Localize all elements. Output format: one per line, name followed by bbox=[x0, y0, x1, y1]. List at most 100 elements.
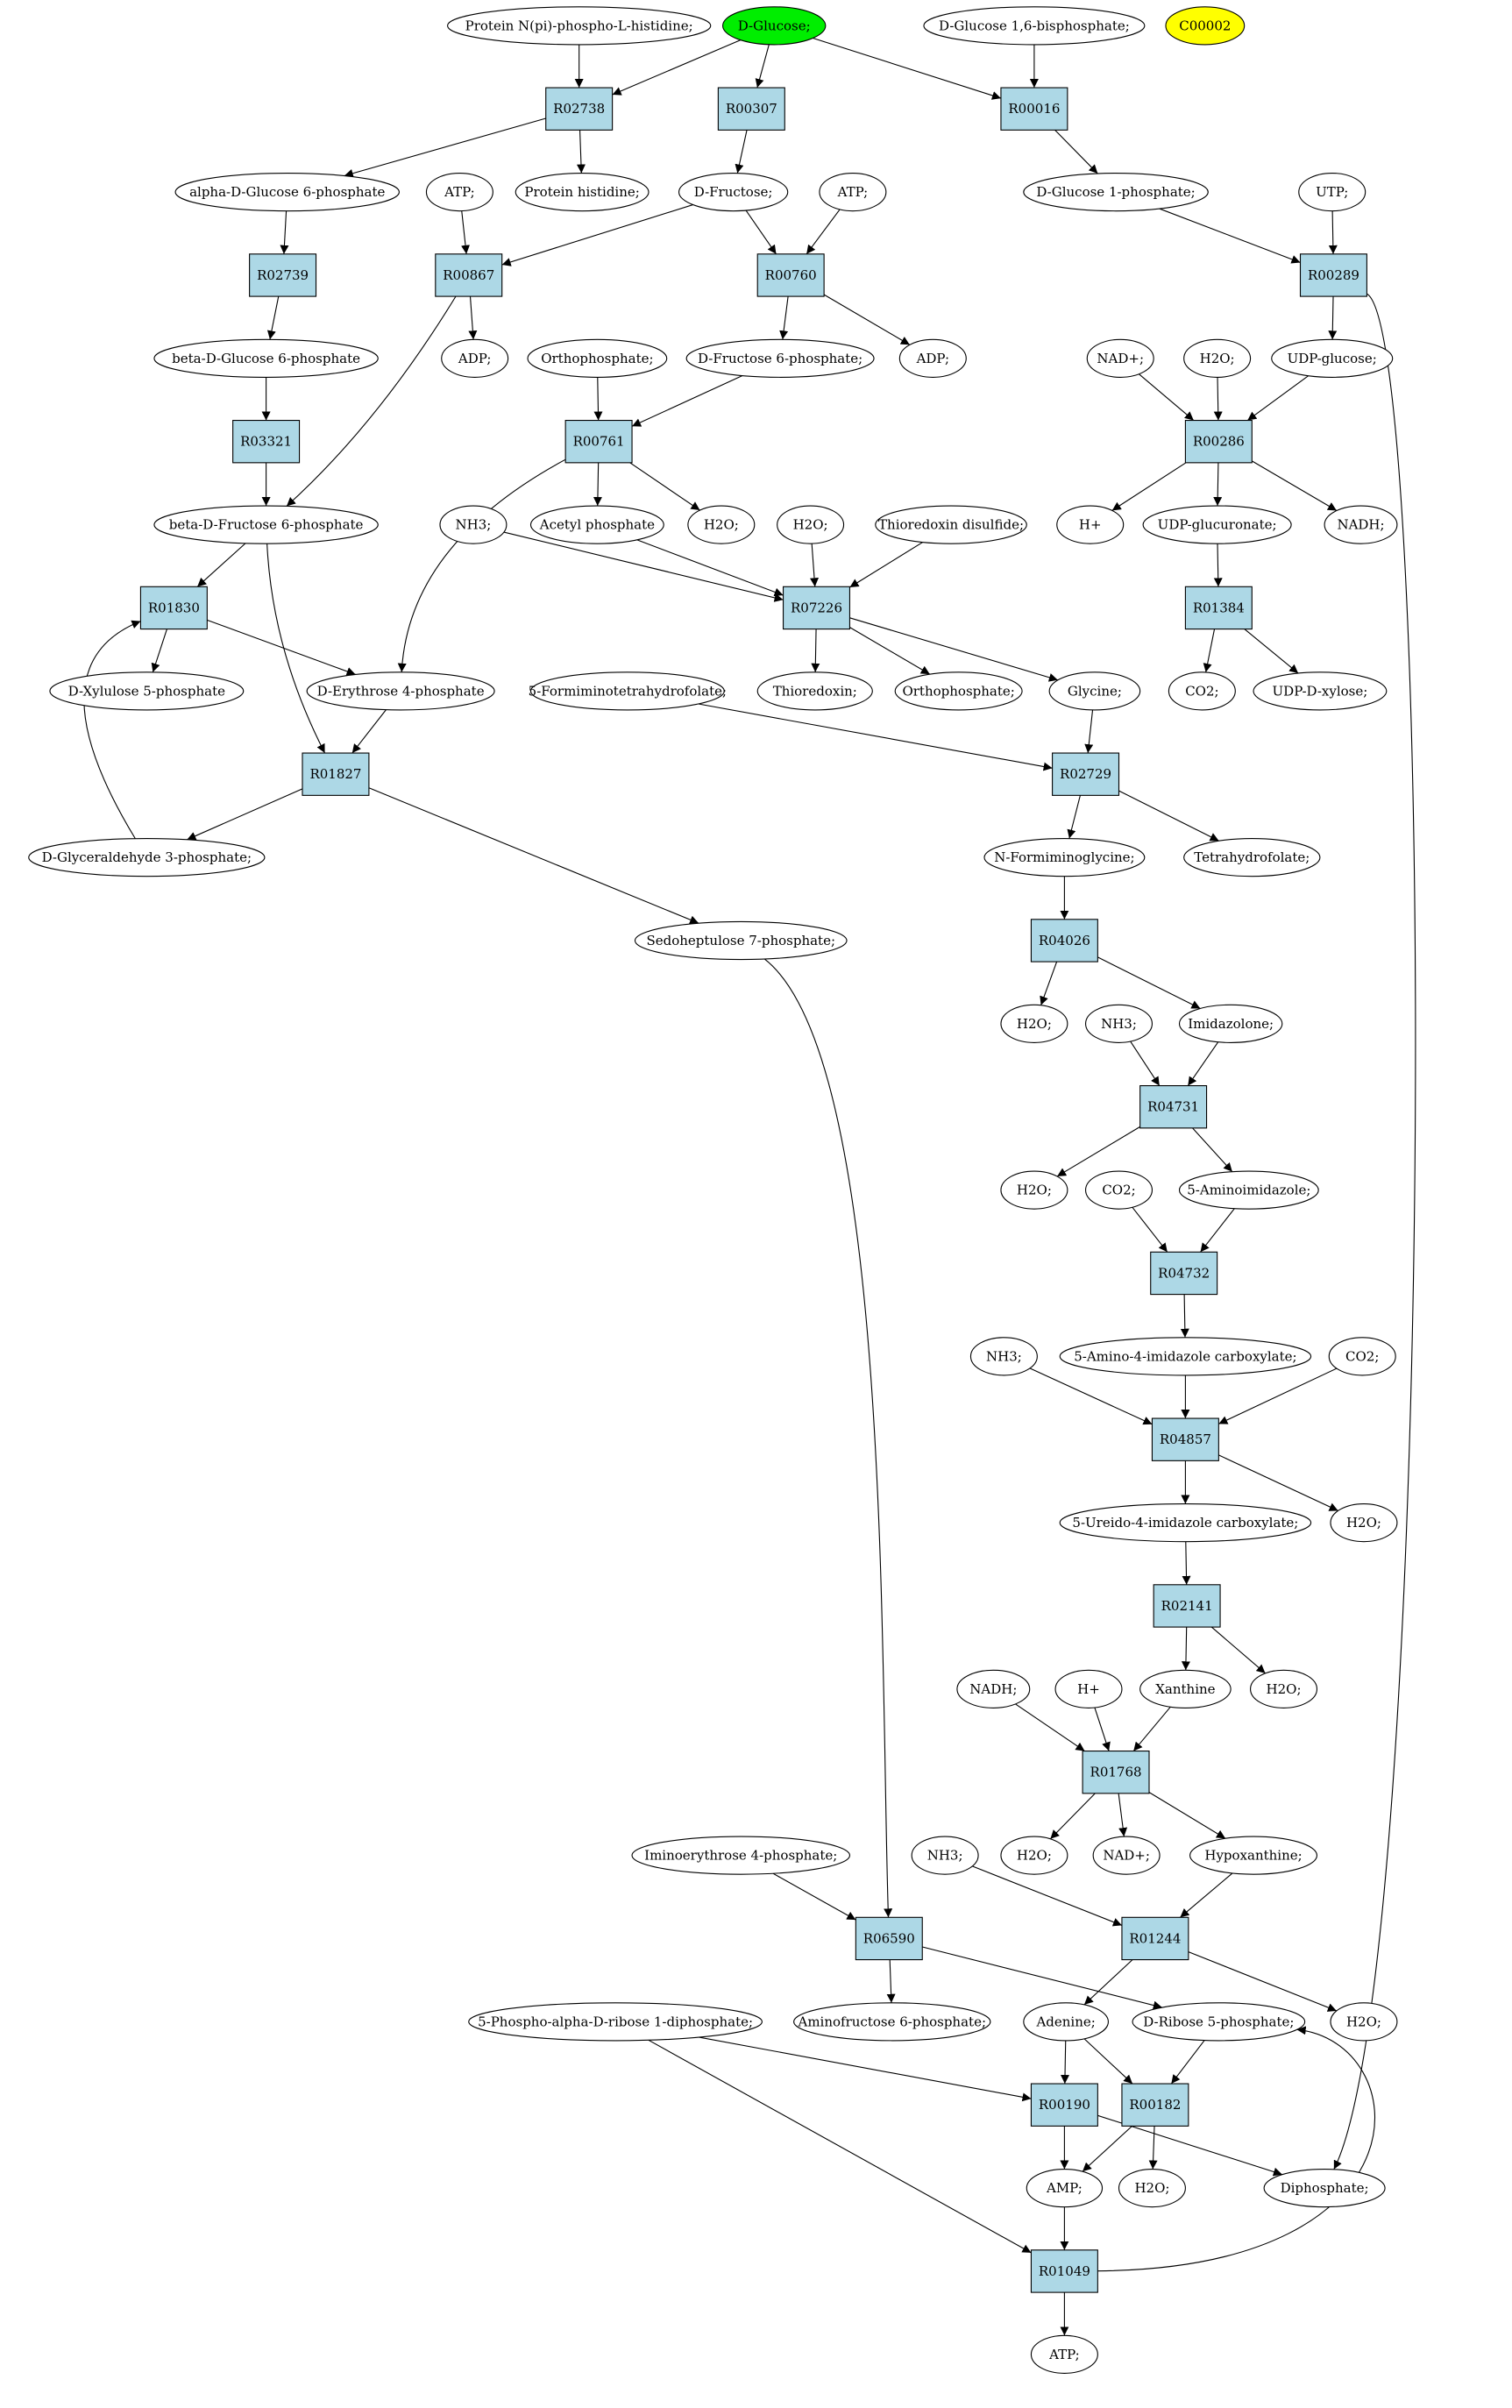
reaction-node-r_R07226[interactable]: R07226 bbox=[782, 586, 850, 630]
reaction-node-r_R04026[interactable]: R04026 bbox=[1030, 919, 1098, 962]
reaction-node-r_R01827[interactable]: R01827 bbox=[302, 752, 370, 796]
compound-node-c_atp3[interactable]: ATP; bbox=[1030, 2334, 1098, 2374]
compound-node-c_nadh_b[interactable]: NADH; bbox=[956, 1669, 1031, 1708]
compound-node-c_aminofru6p[interactable]: Aminofructose 6-phosphate; bbox=[793, 2002, 991, 2042]
compound-node-c_nadp2[interactable]: NAD+; bbox=[1092, 1836, 1161, 1875]
reaction-node-r_R01384[interactable]: R01384 bbox=[1184, 586, 1253, 630]
compound-node-c_dery4p[interactable]: D-Erythrose 4-phosphate bbox=[306, 671, 495, 711]
compound-node-c_imidazolone[interactable]: Imidazolone; bbox=[1178, 1004, 1283, 1043]
reaction-node-r_R02739[interactable]: R02739 bbox=[249, 253, 317, 297]
reaction-node-r_R02738[interactable]: R02738 bbox=[545, 87, 614, 131]
compound-node-c_dga3p[interactable]: D-Glyceraldehyde 3-phosphate; bbox=[28, 837, 266, 877]
compound-node-c_nformgly[interactable]: N-Formiminoglycine; bbox=[983, 837, 1146, 877]
compound-node-c_h2o_d[interactable]: H2O; bbox=[1000, 1004, 1068, 1043]
compound-ellipse bbox=[1253, 671, 1388, 711]
compound-node-c_nh3_c[interactable]: NH3; bbox=[969, 1337, 1038, 1376]
compound-node-c_co2_b[interactable]: CO2; bbox=[1085, 1170, 1154, 1210]
reaction-node-r_R00182[interactable]: R00182 bbox=[1121, 2083, 1189, 2127]
compound-node-c_sedo7p[interactable]: Sedoheptulose 7-phosphate; bbox=[634, 920, 848, 961]
compound-node-c_dglucose[interactable]: D-Glucose; bbox=[721, 6, 827, 46]
compound-node-c_h2o_j[interactable]: H2O; bbox=[1118, 2168, 1186, 2208]
edge-c_bdf6p-to-r_R01830 bbox=[196, 543, 246, 587]
reaction-node-r_R01049[interactable]: R01049 bbox=[1030, 2249, 1098, 2293]
compound-node-c_5aminoimid[interactable]: 5-Aminoimidazole; bbox=[1178, 1170, 1319, 1210]
compound-node-c_thf[interactable]: Tetrahydrofolate; bbox=[1183, 837, 1321, 877]
compound-node-c_df6p[interactable]: D-Fructose 6-phosphate; bbox=[685, 338, 875, 378]
reaction-node-r_R00307[interactable]: R00307 bbox=[717, 87, 785, 131]
reaction-box bbox=[232, 419, 301, 464]
compound-node-c_atp1[interactable]: ATP; bbox=[425, 172, 493, 212]
compound-node-c_thioredoxin[interactable]: Thioredoxin; bbox=[756, 671, 873, 711]
compound-node-c_nh3_b[interactable]: NH3; bbox=[1085, 1004, 1154, 1043]
reaction-node-r_R00761[interactable]: R00761 bbox=[564, 419, 633, 464]
compound-node-c_5u4icarb[interactable]: 5-Ureido-4-imidazole carboxylate; bbox=[1059, 1502, 1312, 1543]
compound-node-c_iminoery4p[interactable]: Iminoerythrose 4-phosphate; bbox=[631, 1836, 850, 1875]
compound-node-c_co2_c[interactable]: CO2; bbox=[1328, 1337, 1396, 1376]
compound-node-c_hplus_b[interactable]: H+ bbox=[1054, 1669, 1123, 1708]
compound-node-c_nadp1[interactable]: NAD+; bbox=[1086, 338, 1154, 378]
compound-node-c_hypoxanthine[interactable]: Hypoxanthine; bbox=[1189, 1836, 1318, 1875]
reaction-node-r_R04857[interactable]: R04857 bbox=[1151, 1417, 1219, 1461]
compound-node-c_ortho1[interactable]: Orthophosphate; bbox=[527, 338, 668, 378]
reaction-node-r_R01244[interactable]: R01244 bbox=[1121, 1916, 1189, 1961]
reaction-node-r_R00289[interactable]: R00289 bbox=[1299, 253, 1367, 297]
compound-node-c_hplus_a[interactable]: H+ bbox=[1056, 505, 1125, 544]
compound-node-c_nadh_a[interactable]: NADH; bbox=[1324, 505, 1398, 544]
compound-node-c_prpp[interactable]: 5-Phospho-alpha-D-ribose 1-diphosphate; bbox=[468, 2002, 763, 2042]
reaction-node-r_R02729[interactable]: R02729 bbox=[1052, 752, 1120, 796]
compound-node-c_glycine[interactable]: Glycine; bbox=[1048, 671, 1141, 711]
compound-node-c_ortho2[interactable]: Orthophosphate; bbox=[894, 671, 1023, 711]
reaction-node-r_R04731[interactable]: R04731 bbox=[1139, 1085, 1208, 1129]
compound-node-c_xanthine[interactable]: Xanthine bbox=[1139, 1669, 1232, 1708]
reaction-node-r_R00760[interactable]: R00760 bbox=[756, 253, 825, 297]
compound-node-c_glc1p[interactable]: D-Glucose 1-phosphate; bbox=[1023, 172, 1209, 212]
compound-node-c_udpglc[interactable]: UDP-glucose; bbox=[1271, 338, 1394, 378]
compound-node-c_h2o_a[interactable]: H2O; bbox=[1183, 338, 1252, 378]
reaction-node-r_R03321[interactable]: R03321 bbox=[232, 419, 301, 464]
compound-node-c_h2o_i[interactable]: H2O; bbox=[1330, 2002, 1398, 2042]
compound-node-c_bdg6p[interactable]: beta-D-Glucose 6-phosphate bbox=[153, 338, 379, 378]
compound-node-c_dxyl5p[interactable]: D-Xylulose 5-phosphate bbox=[49, 671, 245, 711]
reaction-node-r_R00016[interactable]: R00016 bbox=[1000, 87, 1068, 131]
compound-node-c_udpxyl[interactable]: UDP-D-xylose; bbox=[1253, 671, 1388, 711]
compound-node-c_5a4icarb[interactable]: 5-Amino-4-imidazole carboxylate; bbox=[1059, 1337, 1312, 1376]
compound-node-c_dribose5p[interactable]: D-Ribose 5-phosphate; bbox=[1132, 2002, 1306, 2042]
compound-node-c_h2o_f[interactable]: H2O; bbox=[1330, 1502, 1398, 1543]
reaction-node-r_R00190[interactable]: R00190 bbox=[1030, 2083, 1098, 2127]
compound-node-c_h2o_h[interactable]: H2O; bbox=[1000, 1836, 1068, 1875]
reaction-node-r_R01830[interactable]: R01830 bbox=[139, 586, 208, 630]
compound-node-c_adp2[interactable]: ADP; bbox=[898, 338, 967, 378]
edge-c_ortho1-to-r_R00761 bbox=[593, 377, 603, 421]
compound-node-c_adg6p[interactable]: alpha-D-Glucose 6-phosphate bbox=[174, 172, 400, 212]
compound-node-c_dfructose[interactable]: D-Fructose; bbox=[678, 172, 789, 212]
compound-node-c_utp[interactable]: UTP; bbox=[1298, 172, 1366, 212]
compound-node-c_thiodis[interactable]: Thioredoxin disulfide; bbox=[875, 505, 1027, 544]
compound-node-c_protein_his[interactable]: Protein histidine; bbox=[515, 172, 650, 212]
reaction-node-r_R01768[interactable]: R01768 bbox=[1082, 1751, 1150, 1794]
compound-node-c_h2o_e[interactable]: H2O; bbox=[1000, 1170, 1068, 1210]
compound-node-c_atp2[interactable]: ATP; bbox=[819, 172, 887, 212]
compound-node-c_protein_nphospho[interactable]: Protein N(pi)-phospho-L-histidine; bbox=[447, 6, 712, 46]
compound-node-c_c00002[interactable]: C00002 bbox=[1165, 6, 1246, 46]
reaction-node-r_R04732[interactable]: R04732 bbox=[1150, 1251, 1218, 1296]
compound-node-c_acetylp[interactable]: Acetyl phosphate bbox=[529, 505, 664, 544]
compound-node-c_glc16bp[interactable]: D-Glucose 1,6-bisphosphate; bbox=[923, 6, 1146, 46]
compound-node-c_adenine[interactable]: Adenine; bbox=[1023, 2002, 1109, 2042]
edge-r_R01827-to-c_sedo7p bbox=[368, 787, 699, 925]
compound-node-c_nh3_d[interactable]: NH3; bbox=[911, 1836, 979, 1875]
reaction-node-r_R00867[interactable]: R00867 bbox=[435, 253, 503, 297]
compound-node-c_diphosphate[interactable]: Diphosphate; bbox=[1263, 2168, 1386, 2208]
reaction-node-r_R00286[interactable]: R00286 bbox=[1184, 419, 1253, 464]
compound-node-c_co2_a[interactable]: CO2; bbox=[1168, 671, 1236, 711]
compound-node-c_amp[interactable]: AMP; bbox=[1026, 2168, 1104, 2208]
compound-node-c_h2o_b[interactable]: H2O; bbox=[687, 505, 756, 544]
compound-node-c_5formthf[interactable]: 5-Formiminotetrahydrofolate; bbox=[529, 671, 727, 711]
compound-node-c_h2o_c[interactable]: H2O; bbox=[777, 505, 845, 544]
compound-node-c_nh3_a[interactable]: NH3; bbox=[439, 505, 508, 544]
compound-node-c_udpglcur[interactable]: UDP-glucuronate; bbox=[1142, 505, 1292, 544]
compound-node-c_h2o_g[interactable]: H2O; bbox=[1250, 1669, 1318, 1708]
compound-node-c_adp1[interactable]: ADP; bbox=[441, 338, 509, 378]
compound-node-c_bdf6p[interactable]: beta-D-Fructose 6-phosphate bbox=[153, 505, 379, 544]
reaction-node-r_R02141[interactable]: R02141 bbox=[1153, 1584, 1221, 1628]
reaction-node-r_R06590[interactable]: R06590 bbox=[855, 1916, 923, 1961]
